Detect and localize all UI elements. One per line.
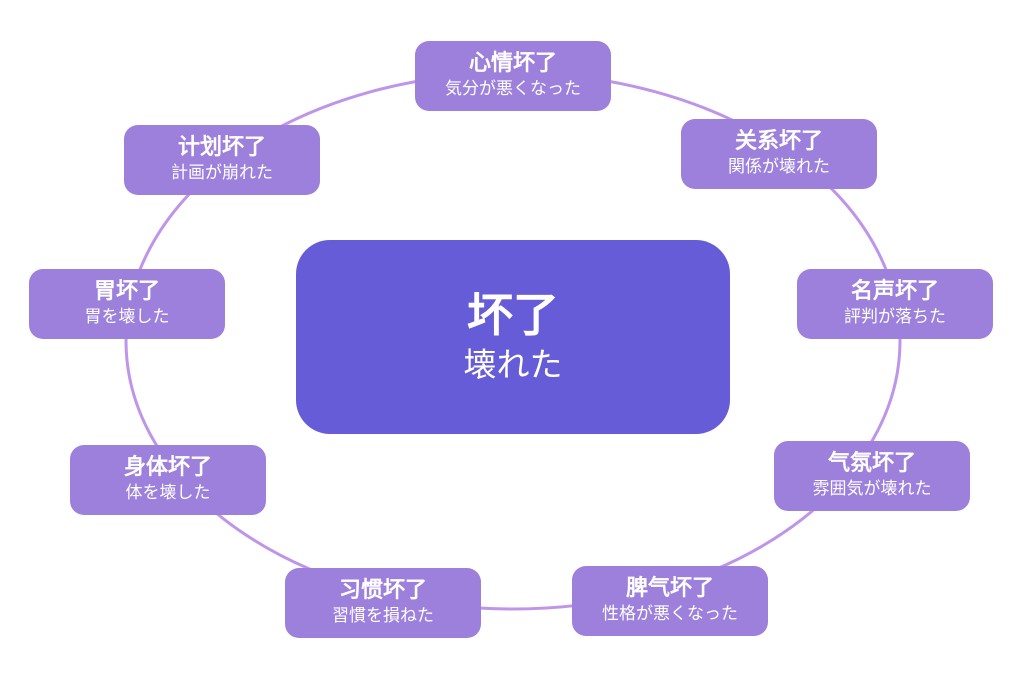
center-node-subtitle: 壊れた [463, 346, 563, 383]
node-atmosphere-title: 气氛坏了 [827, 450, 916, 475]
node-body-subtitle: 体を壊した [125, 483, 211, 502]
node-stomach-title: 胃坏了 [93, 278, 160, 303]
center-node-title: 坏了 [467, 289, 559, 341]
node-plan-title: 计划坏了 [177, 134, 266, 159]
node-atmosphere: 气氛坏了 雰囲気が壊れた [774, 441, 970, 511]
node-mood: 心情坏了 気分が悪くなった [415, 41, 611, 111]
node-body: 身体坏了 体を壊した [70, 445, 266, 515]
node-body-title: 身体坏了 [123, 454, 212, 479]
node-habit-title: 习惯坏了 [338, 577, 427, 602]
node-reputation: 名声坏了 評判が落ちた [797, 269, 993, 339]
node-relationship-title: 关系坏了 [734, 128, 823, 153]
node-stomach-subtitle: 胃を壊した [84, 307, 170, 326]
node-plan-subtitle: 計画が崩れた [171, 163, 273, 182]
node-relationship: 关系坏了 関係が壊れた [681, 119, 877, 189]
node-habit-subtitle: 習慣を損ねた [332, 606, 434, 625]
node-habit: 习惯坏了 習慣を損ねた [285, 568, 481, 638]
node-temper-title: 脾气坏了 [625, 575, 714, 600]
node-temper-subtitle: 性格が悪くなった [602, 604, 738, 623]
node-atmosphere-subtitle: 雰囲気が壊れた [812, 479, 932, 498]
node-stomach: 胃坏了 胃を壊した [29, 269, 225, 339]
node-reputation-subtitle: 評判が落ちた [844, 307, 946, 326]
node-relationship-subtitle: 関係が壊れた [728, 157, 830, 176]
node-temper: 脾气坏了 性格が悪くなった [572, 566, 768, 636]
node-mood-title: 心情坏了 [468, 50, 557, 75]
node-mood-subtitle: 気分が悪くなった [445, 79, 581, 98]
node-plan: 计划坏了 計画が崩れた [124, 125, 320, 195]
node-reputation-title: 名声坏了 [850, 278, 939, 303]
center-node: 坏了 壊れた [296, 240, 730, 434]
